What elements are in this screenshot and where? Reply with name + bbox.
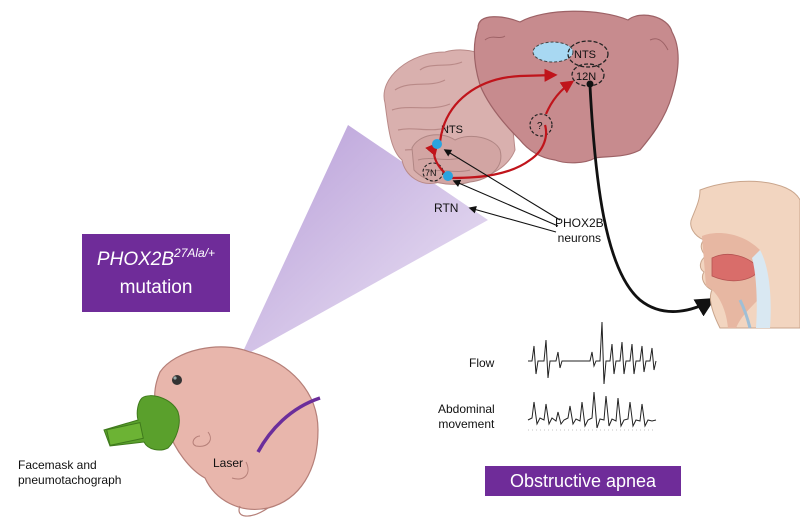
laser-label: Laser xyxy=(213,456,244,470)
arrow-to-rtn-label xyxy=(468,205,557,233)
arrow-to-rtn xyxy=(452,179,559,227)
flow-trace xyxy=(528,321,657,385)
laser-fiber-icon xyxy=(256,396,321,453)
mouse-pup-icon xyxy=(154,346,319,517)
nts-nucleus-medulla xyxy=(567,40,609,68)
neuron-nts-pons xyxy=(432,139,442,149)
obstructive-apnea-badge: Obstructive apnea xyxy=(485,466,681,496)
phox2b-line2: neurons xyxy=(557,231,602,245)
mutation-gene: PHOX2B xyxy=(96,249,175,270)
hypoglossal-nerve xyxy=(588,85,716,317)
human-head-profile-icon xyxy=(690,180,800,329)
neuron-rtn xyxy=(443,171,453,181)
label-12n: 12N xyxy=(576,71,596,83)
phox2b-line1: PHOX2B xyxy=(555,216,604,230)
flow-label: Flow xyxy=(469,356,495,370)
label-7n: 7N xyxy=(425,168,437,178)
pathway-rtn-to-unknown xyxy=(451,124,548,180)
abdominal-line2: movement xyxy=(438,417,495,431)
label-rtn: RTN xyxy=(434,201,458,215)
nts-highlight-medulla xyxy=(532,41,574,63)
arrow-to-nts xyxy=(443,149,561,221)
facemask-line2: pneumotachograph xyxy=(18,473,122,487)
label-unknown: ? xyxy=(537,121,543,132)
pup-eye xyxy=(172,375,182,385)
facemask-icon xyxy=(103,395,180,451)
mutation-allele: 27Ala/+ xyxy=(174,246,216,260)
abdominal-line1: Abdominal xyxy=(438,402,495,416)
pathway-nts-to-12n xyxy=(438,68,558,143)
abdominal-movement-label: Abdominal movement xyxy=(438,402,495,432)
mutation-gene-line: PHOX2B27Ala/+ xyxy=(82,246,230,271)
facemask-line1: Facemask and xyxy=(18,458,97,472)
mutation-badge: PHOX2B27Ala/+ mutation xyxy=(82,234,230,312)
label-nts-pons: NTS xyxy=(441,124,463,136)
abdominal-trace xyxy=(527,391,657,429)
phox2b-neurons-label: PHOX2B neurons xyxy=(555,216,604,246)
twelve-n-soma xyxy=(586,80,594,88)
unknown-nucleus xyxy=(529,113,553,137)
mutation-word: mutation xyxy=(119,277,193,298)
pathway-unknown-to-12n xyxy=(544,80,575,115)
brainstem-icon xyxy=(473,10,679,164)
label-nts-medulla: NTS xyxy=(574,49,596,61)
facemask-label: Facemask and pneumotachograph xyxy=(18,458,121,488)
